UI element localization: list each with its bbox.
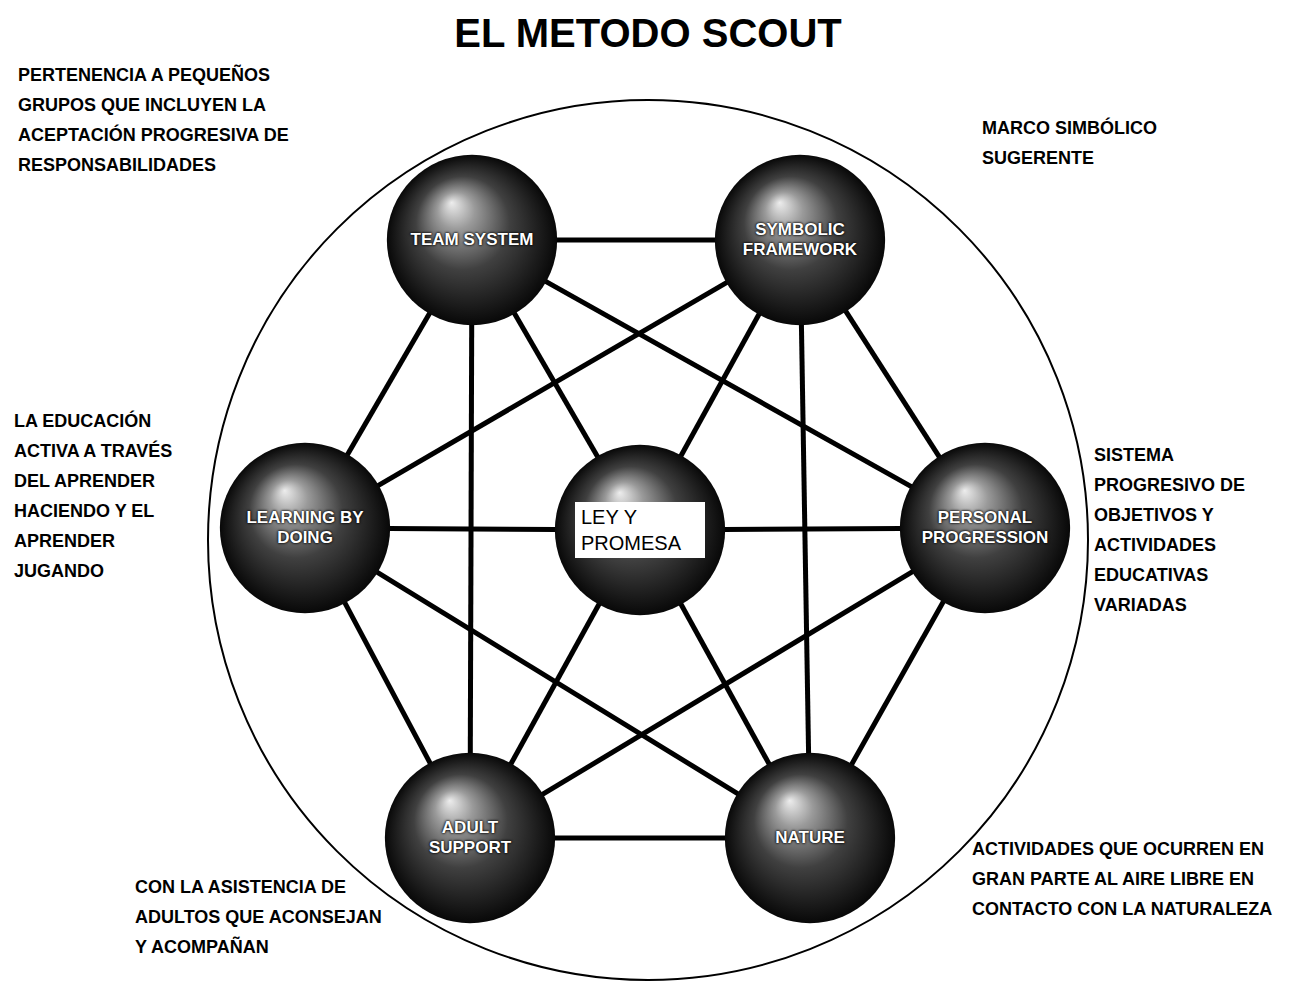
sphere-node: SYMBOLIC FRAMEWORK [714,154,886,326]
connector-line [554,836,726,841]
outer-circle [208,100,1088,980]
caption-text: MARCO SIMBÓLICO SUGERENTE [982,113,1242,173]
node-label: NATURE [775,828,845,848]
sphere-circle [555,445,725,615]
connector-line [542,571,913,794]
sphere-node: LEY Y PROMESA [554,444,726,616]
connector-line [556,238,716,243]
center-label: LEY Y PROMESA [575,502,705,558]
caption-text: LA EDUCACIÓN ACTIVA A TRAVÉS DEL APRENDE… [14,406,192,586]
sphere-circle [725,753,895,923]
node-label: ADULT SUPPORT [404,818,536,858]
sphere-node: PERSONAL PROGRESSION [899,442,1071,614]
connector-line [470,324,471,754]
connector-line [347,313,430,456]
connector-line [681,314,760,457]
connector-line [801,324,808,754]
connector-line [345,602,431,764]
sphere-node: NATURE [724,752,896,924]
caption-text: SISTEMA PROGRESIVO DE OBJETIVOS Y ACTIVI… [1094,440,1292,620]
node-label: LEARNING BY DOING [239,508,371,548]
sphere-node: LEARNING BY DOING [219,442,391,614]
caption-text: ACTIVIDADES QUE OCURREN EN GRAN PARTE AL… [972,834,1290,924]
connector-line [845,311,939,458]
connector-line [851,601,943,765]
node-label: PERSONAL PROGRESSION [919,508,1051,548]
sphere-circle [385,753,555,923]
caption-text: PERTENENCIA A PEQUEÑOS GRUPOS QUE INCLUY… [18,60,318,180]
caption-text: CON LA ASISTENCIA DE ADULTOS QUE ACONSEJ… [135,872,385,962]
connector-line [389,529,556,530]
connector-line [724,529,901,530]
sphere-circle [220,443,390,613]
sphere-circle [715,155,885,325]
node-label: TEAM SYSTEM [411,230,534,250]
diagram-title: EL METODO SCOUT [0,8,1296,58]
sphere-node: ADULT SUPPORT [384,752,556,924]
connector-line [514,313,598,458]
node-label: SYMBOLIC FRAMEWORK [734,220,866,260]
sphere-circle [387,155,557,325]
sphere-node: TEAM SYSTEM [386,154,558,326]
connector-line [511,604,600,765]
sphere-circle [900,443,1070,613]
